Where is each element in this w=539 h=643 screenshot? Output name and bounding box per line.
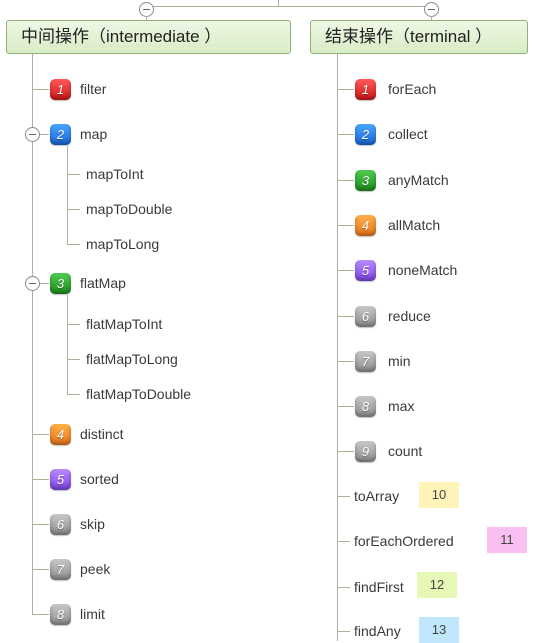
node-sorted[interactable]: sorted: [80, 471, 119, 487]
node-min[interactable]: min: [388, 353, 411, 369]
node-forEachOrdered[interactable]: forEachOrdered: [354, 533, 454, 549]
badge-3: 3: [50, 273, 71, 294]
branch-line: [32, 283, 49, 284]
top-connector-stem: [278, 0, 279, 7]
branch-line: [337, 496, 350, 497]
branch-line: [67, 394, 80, 395]
branch-line: [67, 324, 80, 325]
badge-7: 7: [355, 351, 376, 372]
node-count[interactable]: count: [388, 443, 423, 459]
badge-2: 2: [355, 124, 376, 145]
node-map[interactable]: map: [80, 126, 108, 142]
right-header-stem: [431, 16, 432, 21]
node-mapToDouble[interactable]: mapToDouble: [86, 201, 173, 217]
branch-line: [337, 361, 354, 362]
collapse-flatmap-icon[interactable]: [25, 276, 40, 291]
branch-line: [337, 541, 350, 542]
tag-11: 11: [487, 527, 527, 553]
branch-line: [337, 225, 354, 226]
branch-line: [32, 134, 49, 135]
intermediate-header[interactable]: 中间操作（intermediate ）: [6, 20, 291, 54]
badge-4: 4: [50, 424, 71, 445]
branch-line: [32, 479, 49, 480]
badge-2: 2: [50, 124, 71, 145]
branch-line: [337, 406, 354, 407]
branch-line: [32, 434, 49, 435]
node-findFirst[interactable]: findFirst: [354, 579, 404, 595]
branch-line: [337, 270, 354, 271]
branch-line: [337, 587, 350, 588]
right-trunk-line: [337, 54, 338, 641]
badge-7: 7: [50, 559, 71, 580]
branch-line: [32, 524, 49, 525]
branch-line: [67, 174, 80, 175]
collapse-left-icon[interactable]: [139, 2, 154, 17]
tag-13: 13: [419, 617, 459, 643]
left-header-stem: [146, 16, 147, 21]
node-max[interactable]: max: [388, 398, 415, 414]
top-connector-line: [146, 6, 432, 7]
badge-6: 6: [50, 514, 71, 535]
left-trunk-line: [32, 54, 33, 614]
branch-line: [32, 614, 49, 615]
node-reduce[interactable]: reduce: [388, 308, 431, 324]
badge-5: 5: [355, 260, 376, 281]
node-flatMap[interactable]: flatMap: [80, 275, 126, 291]
badge-8: 8: [355, 396, 376, 417]
flatmap-children-line: [67, 295, 68, 394]
badge-3: 3: [355, 170, 376, 191]
node-flatMapToDouble[interactable]: flatMapToDouble: [86, 386, 192, 402]
badge-4: 4: [355, 215, 376, 236]
badge-8: 8: [50, 604, 71, 625]
badge-1: 1: [355, 79, 376, 100]
terminal-header[interactable]: 结束操作（terminal ）: [310, 20, 528, 54]
node-noneMatch[interactable]: noneMatch: [388, 262, 458, 278]
node-skip[interactable]: skip: [80, 516, 105, 532]
node-allMatch[interactable]: allMatch: [388, 217, 441, 233]
node-distinct[interactable]: distinct: [80, 426, 124, 442]
badge-1: 1: [50, 79, 71, 100]
tag-12: 12: [417, 572, 457, 598]
node-peek[interactable]: peek: [80, 561, 111, 577]
node-mapToInt[interactable]: mapToInt: [86, 166, 144, 182]
branch-line: [67, 209, 80, 210]
node-filter[interactable]: filter: [80, 81, 107, 97]
map-children-line: [67, 146, 68, 244]
node-limit[interactable]: limit: [80, 606, 105, 622]
node-flatMapToLong[interactable]: flatMapToLong: [86, 351, 178, 367]
branch-line: [67, 244, 80, 245]
branch-line: [337, 451, 354, 452]
tag-10: 10: [419, 482, 459, 508]
branch-line: [67, 359, 80, 360]
badge-6: 6: [355, 306, 376, 327]
branch-line: [32, 89, 49, 90]
node-collect[interactable]: collect: [388, 126, 428, 142]
collapse-right-icon[interactable]: [424, 2, 439, 17]
branch-line: [337, 89, 354, 90]
node-forEach[interactable]: forEach: [388, 81, 437, 97]
node-anyMatch[interactable]: anyMatch: [388, 172, 449, 188]
badge-5: 5: [50, 469, 71, 490]
branch-line: [337, 631, 350, 632]
node-toArray[interactable]: toArray: [354, 488, 400, 504]
node-mapToLong[interactable]: mapToLong: [86, 236, 160, 252]
branch-line: [337, 316, 354, 317]
node-findAny[interactable]: findAny: [354, 623, 401, 639]
collapse-map-icon[interactable]: [25, 127, 40, 142]
branch-line: [32, 569, 49, 570]
node-flatMapToInt[interactable]: flatMapToInt: [86, 316, 163, 332]
badge-9: 9: [355, 441, 376, 462]
branch-line: [337, 180, 354, 181]
branch-line: [337, 134, 354, 135]
